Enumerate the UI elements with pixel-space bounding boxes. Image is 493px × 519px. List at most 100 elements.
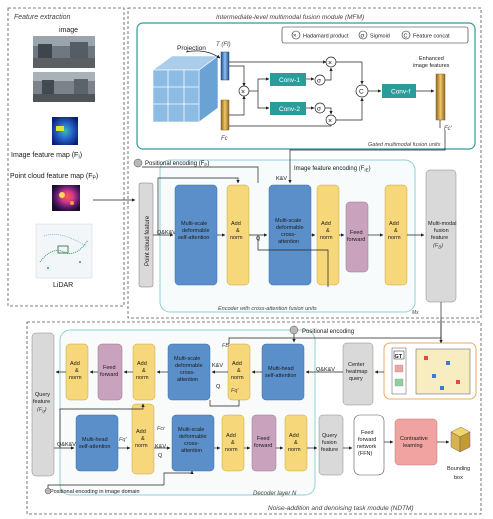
dl2-l3: norm	[225, 447, 238, 453]
qff-l3: feature	[321, 447, 338, 453]
encoder-pos-enc-label: Positional encoding (FP)	[145, 161, 209, 168]
legend-sigma-symbol: σ	[361, 34, 365, 40]
ff-line1: Feed	[350, 230, 363, 236]
msd-self-line3: self-attention	[178, 235, 210, 241]
ffn-l3: network	[357, 444, 377, 450]
dl3-l1: Add	[289, 433, 299, 439]
msd-cross-line1: Multi-scale	[275, 218, 301, 224]
decoder-q-upper: Q	[216, 384, 221, 390]
gated-fusion-panel: Gated multimodal fusion units × Hadamard…	[137, 23, 475, 149]
add-norm-3-line2: &	[394, 228, 398, 234]
msd-self-line1: Multi-scale	[181, 221, 207, 227]
add-norm-1-line3: norm	[230, 235, 243, 241]
legend-concat-symbol: C	[404, 34, 408, 40]
fc-block	[221, 100, 229, 130]
enhanced-image-feature-block	[436, 74, 445, 120]
ffn-l1: Feed	[361, 430, 374, 436]
image-feature-map-label: Image feature map (FI)	[11, 152, 82, 161]
du1-l1: Add	[70, 361, 80, 367]
dmhl-l2: self-attention	[79, 444, 111, 450]
point-cloud-icon	[52, 185, 80, 211]
decoder-upper-row: Add & norm Feed forward Add & norm Multi…	[66, 343, 304, 400]
chq-l3: query	[349, 376, 363, 382]
decoder-multi-head-l	[76, 415, 118, 471]
dmsu-l3: cross-	[180, 370, 195, 376]
du3-l2: &	[237, 368, 241, 374]
dmsl-l3: cross-	[184, 441, 199, 447]
encoder-units-title: Encoder with cross-attention fusion unit…	[218, 306, 317, 312]
lidar-label: LiDAR	[53, 282, 73, 289]
decoder-kv-upper: K&V	[212, 363, 223, 369]
decoder-q-lower: Q	[158, 453, 163, 459]
sigma-lower: σ	[317, 106, 321, 113]
gt-label: GT	[395, 354, 403, 360]
bounding-box-icon	[451, 427, 470, 452]
du2-l3: norm	[136, 375, 149, 381]
lidar-bev-icon	[36, 224, 92, 278]
msd-self-line2: deformable	[182, 228, 210, 234]
dl1-l2: &	[141, 436, 145, 442]
dl3-l2: &	[294, 440, 298, 446]
positional-encoding-node-icon	[134, 159, 142, 167]
point-cloud-feature-map-label: Point cloud feature map (FP)	[10, 173, 98, 182]
sigma-upper: σ	[317, 78, 321, 85]
du1-l3: norm	[69, 375, 82, 381]
du1-l2: &	[75, 368, 79, 374]
du2-l1: Add	[137, 361, 147, 367]
dffu-l2: forward	[100, 372, 118, 378]
cl-l1: Contrastive	[400, 436, 428, 442]
dmsu-l2: deformable	[175, 363, 203, 369]
encoder-panel: Encoder with cross-attention fusion unit…	[93, 130, 456, 343]
encoder-mark: Mx	[412, 310, 419, 316]
decoder-fq-prime-lower: Fq'	[119, 437, 127, 443]
camera-image-icon	[33, 72, 95, 102]
add-norm-1-line2: &	[236, 228, 240, 234]
positional-encoding-node-icon	[45, 488, 51, 494]
feature-extraction-panel: Feature extraction image Image feature m…	[8, 8, 124, 306]
mfm-legend: × Hadamard product σ Sigmoid C Feature c…	[282, 27, 468, 43]
enhanced-label-line1: Enhanced	[419, 56, 444, 62]
query-feature-line2: feature	[33, 399, 50, 405]
decoder-fcr-label: Fcr	[157, 426, 166, 432]
msd-cross-line3: cross-	[281, 232, 296, 238]
mfm-title: Intermediate-level multimodal fusion mod…	[216, 14, 364, 21]
feature-cube	[153, 56, 218, 122]
bbox-l2: box	[454, 475, 463, 481]
fc-label: Fc	[221, 136, 228, 142]
qff-l2: fusion	[322, 440, 337, 446]
encoder-kv-label: K&V	[276, 176, 287, 182]
encoder-q-label: Q	[256, 236, 261, 242]
dffl-l1: Feed	[257, 436, 270, 442]
dmsu-l1: Multi-scale	[174, 356, 200, 362]
image-label: image	[59, 27, 78, 34]
dmsu-l4: attention	[177, 377, 198, 383]
gated-units-title: Gated multimodal fusion units	[368, 142, 441, 148]
du3-l1: Add	[232, 361, 242, 367]
msd-cross-line4: attention	[278, 239, 299, 245]
decoder-pos-enc-label: Positional encoding	[302, 329, 354, 335]
query-feature-sub: (Fq)	[37, 407, 47, 414]
fusion-line3: feature	[431, 235, 448, 241]
hadamard-symbol-lower: ×	[328, 118, 332, 125]
ndtm-title: Noise-addition and denoising task module…	[268, 505, 414, 512]
dmhu-l2: self-attention	[265, 373, 297, 379]
chq-l1: Center	[348, 362, 365, 368]
camera-image-icon	[33, 36, 95, 68]
add-norm-3-line3: norm	[388, 235, 401, 241]
ffn-l2: forward	[358, 437, 376, 443]
query-feature-line1: Query	[35, 392, 50, 398]
add-norm-2-line3: norm	[320, 235, 333, 241]
add-norm-2-line1: Add	[321, 221, 331, 227]
conv-1-label: Conv-1	[279, 77, 300, 84]
du3-l3: norm	[231, 375, 244, 381]
conv-f-label: Conv-f	[391, 89, 410, 96]
dl1-l1: Add	[136, 429, 146, 435]
dl2-l2: &	[231, 440, 235, 446]
dmhl-l1: Multi-head	[82, 437, 108, 443]
bbox-l1: Bounding	[447, 466, 470, 472]
add-norm-1-line1: Add	[231, 221, 241, 227]
image-feature-encoding-label: Image feature encoding (FIE)	[294, 166, 371, 173]
projected-image-feature-block	[221, 52, 229, 80]
point-cloud-feature-label: Point cloud feature	[145, 215, 151, 266]
